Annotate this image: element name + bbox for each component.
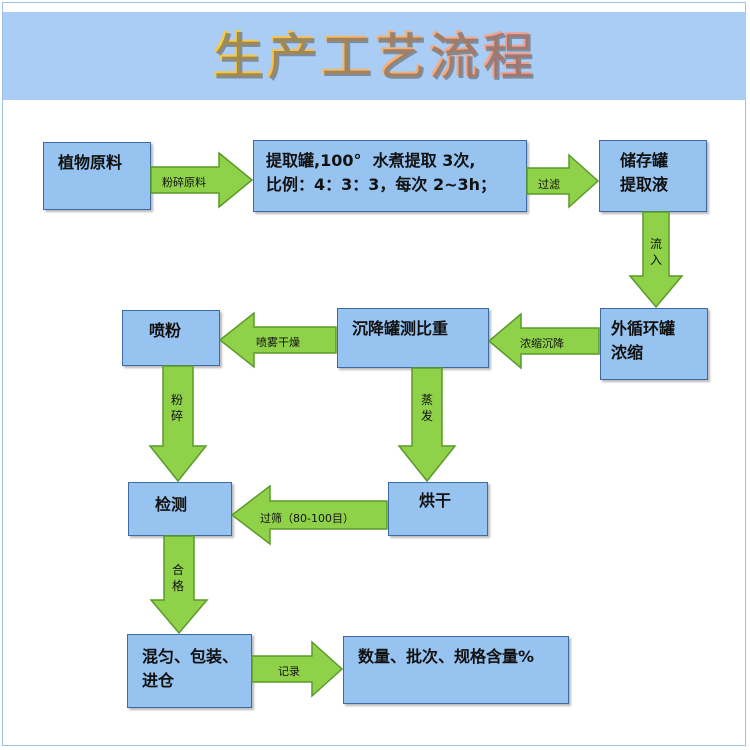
arrow-spray-dry xyxy=(218,311,337,369)
edge-label-sieve: 过筛（80-100目） xyxy=(260,512,354,525)
node-raw-material-label: 植物原料 xyxy=(58,153,123,172)
node-concentrate-line1: 外循环罐 xyxy=(611,319,676,338)
edge-label-concentrate-settle: 浓缩沉降 xyxy=(520,337,564,350)
node-settling: 沉降罐测比重 xyxy=(337,308,489,368)
node-record-items-label: 数量、批次、规格含量% xyxy=(358,647,535,666)
node-settling-label: 沉降罐测比重 xyxy=(352,319,449,338)
page-title: 生产工艺流程 xyxy=(3,12,746,100)
node-spray-powder: 喷粉 xyxy=(122,310,220,366)
node-concentrate-line2: 浓缩 xyxy=(611,343,644,362)
node-storage: 储存罐 提取液 xyxy=(599,140,707,212)
node-drying: 烘干 xyxy=(388,482,488,536)
arrow-qualified xyxy=(149,535,209,635)
arrow-inflow xyxy=(628,211,684,309)
edge-label-qualified: 合格 xyxy=(171,563,184,593)
arrow-sieve xyxy=(230,484,388,546)
arrow-filter xyxy=(526,153,600,209)
node-raw-material: 植物原料 xyxy=(43,142,151,210)
edge-label-record: 记录 xyxy=(278,665,300,678)
node-record-items: 数量、批次、规格含量% xyxy=(343,636,569,704)
node-drying-label: 烘干 xyxy=(419,491,452,510)
node-packing-line1: 混匀、包装、 xyxy=(142,647,239,666)
edge-label-filter: 过滤 xyxy=(538,178,560,191)
node-spray-powder-label: 喷粉 xyxy=(149,321,182,340)
edge-label-pulverize: 粉碎 xyxy=(170,393,183,423)
arrow-pulverize xyxy=(148,365,208,483)
node-inspection-label: 检测 xyxy=(155,495,188,514)
arrow-concentrate-settle xyxy=(487,312,600,370)
edge-label-crush-raw: 粉碎原料 xyxy=(162,176,206,189)
title-banner: 生产工艺流程 xyxy=(3,12,746,100)
node-storage-line2: 提取液 xyxy=(620,175,669,194)
node-packing-line2: 进仓 xyxy=(142,671,175,690)
node-inspection: 检测 xyxy=(128,482,232,536)
arrow-evaporate xyxy=(397,367,457,483)
node-extraction: 提取罐,100° 水煮提取 3次, 比例：4：3：3，每次 2~3h； xyxy=(253,140,527,212)
node-concentrate: 外循环罐 浓缩 xyxy=(600,308,708,380)
arrow-crush-raw xyxy=(150,151,254,209)
node-extraction-line1: 提取罐,100° 水煮提取 3次, xyxy=(266,151,476,170)
edge-label-spray-dry: 喷雾干燥 xyxy=(256,336,300,349)
node-packing: 混匀、包装、 进仓 xyxy=(127,634,252,708)
node-storage-line1: 储存罐 xyxy=(620,151,669,170)
edge-label-inflow: 流入 xyxy=(649,237,662,267)
arrow-record xyxy=(251,640,344,698)
edge-label-evaporate: 蒸发 xyxy=(420,393,433,423)
node-extraction-line2: 比例：4：3：3，每次 2~3h； xyxy=(266,175,497,194)
